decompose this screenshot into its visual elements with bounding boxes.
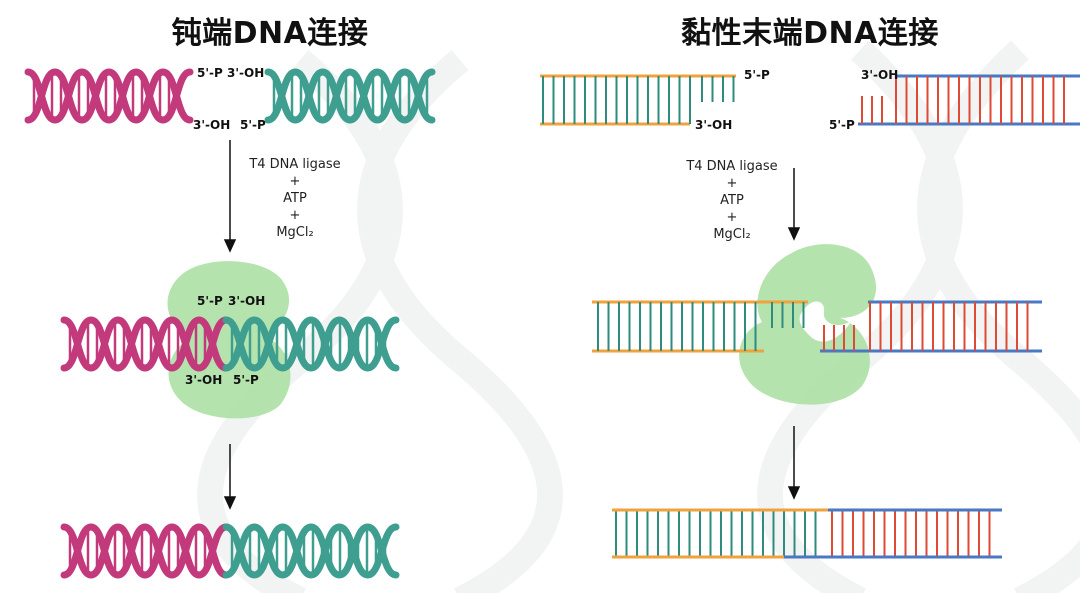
helix-teal-middle [222, 316, 400, 372]
backbone-strand [60, 523, 230, 579]
helix-magenta-bottom [60, 523, 230, 579]
arrow-down-1 [223, 140, 237, 253]
backbone-strand [24, 68, 194, 124]
reagent-atp-sticky: ATP [720, 193, 744, 208]
label-right-5p: 5'-P [829, 118, 855, 132]
reagent-mgcl2: MgCl₂ [276, 225, 314, 240]
sticky-end-panel: 黏性末端DNA连接 5'-P 3'-OH 3'-OH 5'-P T4 DNA l… [540, 0, 1080, 593]
backbone-strand [60, 316, 230, 372]
reagent-list: T4 DNA ligase + ATP + MgCl₂ [225, 156, 365, 241]
backbone-strand [60, 316, 230, 372]
helix-magenta-top [24, 68, 194, 124]
fragment-b-top [858, 74, 1080, 126]
backbone-strand [222, 523, 400, 579]
blunt-end-title: 钝端DNA连接 [171, 16, 369, 51]
fragment-a-top [540, 74, 736, 126]
backbone-strand [222, 316, 400, 372]
label-top-5p: 5'-P [197, 66, 223, 80]
ligated-product [612, 508, 1002, 559]
helix-teal-top [264, 68, 436, 124]
enzyme-label-top-3oh: 3'-OH [228, 294, 266, 308]
label-left-3oh: 3'-OH [695, 118, 733, 132]
ligase-enzyme [167, 261, 291, 419]
label-left-5p: 5'-P [744, 68, 770, 82]
enzyme-label-top-5p: 5'-P [197, 294, 223, 308]
backbone-strand [24, 68, 194, 124]
backbone-strand [222, 523, 400, 579]
reagent-plus-2: + [289, 208, 301, 223]
reagent-plus-1-sticky: + [726, 176, 738, 191]
enzyme-notch [799, 301, 852, 342]
reagent-ligase: T4 DNA ligase [249, 157, 341, 172]
arrow-down-4 [787, 426, 801, 500]
reagent-ligase-sticky: T4 DNA ligase [686, 159, 778, 174]
label-top-3oh: 3'-OH [227, 66, 265, 80]
sticky-end-diagram [540, 74, 1080, 559]
enzyme-label-bottom-3oh: 3'-OH [185, 373, 223, 387]
sticky-end-title: 黏性末端DNA连接 [681, 16, 939, 51]
arrow-down-2 [223, 444, 237, 510]
arrow-down-3 [787, 168, 801, 241]
backbone-strand [60, 523, 230, 579]
fragment-b-middle [820, 300, 1042, 353]
reagent-atp: ATP [283, 191, 307, 206]
backbone-strand [264, 68, 436, 124]
helix-teal-bottom [222, 523, 400, 579]
reagent-mgcl2-sticky: MgCl₂ [713, 227, 751, 242]
enzyme-label-bottom-5p: 5'-P [233, 373, 259, 387]
blunt-end-diagram [24, 68, 436, 579]
reagent-plus-1: + [289, 174, 301, 189]
label-bottom-3oh: 3'-OH [193, 118, 231, 132]
label-right-3oh: 3'-OH [861, 68, 899, 82]
blunt-end-panel: 钝端DNA连接 5'-P 3'-OH 3'-OH 5'-P T4 DNA lig… [24, 16, 436, 579]
reagent-list-sticky: T4 DNA ligase + ATP + MgCl₂ [662, 158, 802, 243]
label-bottom-5p: 5'-P [240, 118, 266, 132]
backbone-strand [264, 68, 436, 124]
helix-magenta-middle [60, 316, 230, 372]
reagent-plus-2-sticky: + [726, 210, 738, 225]
backbone-strand [222, 316, 400, 372]
fragment-a-middle [592, 300, 808, 353]
